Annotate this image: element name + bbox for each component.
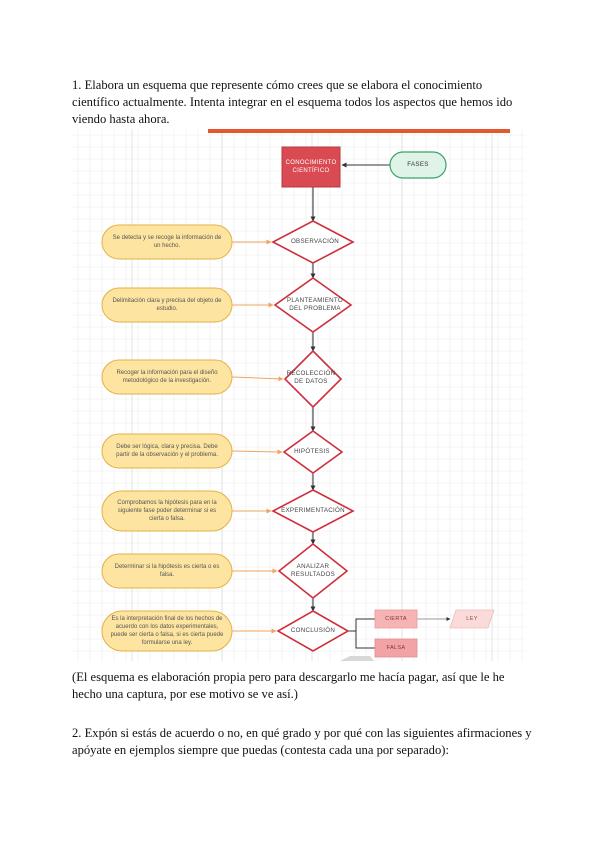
- description-oval: [101, 224, 233, 260]
- true-outcome-box: [374, 609, 418, 629]
- step-description: Delimitación clara y precisa del objeto …: [112, 298, 222, 312]
- step-node-label: RECOLECCIÓN DE DATOS: [286, 370, 336, 385]
- scientific-method-flowchart: CONOCIMIENTO CIENTÍFICO FASES Se detecta…: [72, 129, 526, 661]
- description-oval: [101, 553, 233, 589]
- step-node-label: HIPÓTESIS: [294, 448, 330, 455]
- step-description: Debe ser lógica, clara y precisa. Debe p…: [116, 444, 218, 458]
- step-node-label: PLANTEAMIENTO DEL PROBLEMA: [286, 297, 344, 312]
- step-node-label: CONCLUSIÓN: [290, 627, 336, 634]
- false-outcome-label: FALSA: [386, 645, 406, 651]
- true-branch: [348, 618, 375, 632]
- step-description: Comprobamos la hipótesis para en la sigu…: [117, 500, 217, 522]
- law-label: LEY: [466, 616, 478, 622]
- connectors: [231, 162, 451, 649]
- start-node: [281, 146, 341, 188]
- question-2-paragraph: 2. Expón si estás de acuerdo o no, en qu…: [72, 726, 532, 757]
- step-diamond: [273, 277, 353, 333]
- phases-node-label: FASES: [407, 161, 429, 168]
- flowchart-canvas: [72, 129, 526, 661]
- step-diamond: [283, 349, 343, 409]
- description-oval: [101, 287, 233, 323]
- true-outcome-label: CIERTA: [385, 616, 407, 622]
- step-node-label: ANALIZAR RESULTADOS: [290, 563, 336, 578]
- step-node-label: OBSERVACIÓN: [290, 238, 340, 245]
- step-description: Determinar si la hipótesis es cierta o e…: [114, 564, 220, 578]
- step-diamond: [271, 220, 355, 264]
- description-oval: [101, 490, 233, 532]
- description-arrow: [231, 449, 283, 455]
- intro-paragraph: 1. Elabora un esquema que represente cóm…: [72, 78, 513, 126]
- step-diamond: [271, 489, 355, 533]
- step-diamond: [277, 542, 349, 600]
- description-oval: [101, 433, 233, 469]
- diagram-caption: (El esquema es elaboración propia pero p…: [72, 670, 505, 701]
- step-node-label: EXPERIMENTACIÓN: [281, 507, 345, 514]
- false-branch: [355, 631, 375, 649]
- phases-node: [389, 151, 447, 179]
- bottom-partial-shape: [340, 656, 374, 661]
- law-box: [449, 609, 495, 629]
- false-outcome-box: [374, 638, 418, 658]
- description-arrow: [231, 376, 284, 382]
- start-node-label: CONOCIMIENTO CIENTÍFICO: [285, 160, 337, 174]
- shapes: [101, 146, 495, 658]
- accent-bar: [208, 129, 510, 133]
- step-diamond: [276, 610, 350, 652]
- description-oval: [101, 610, 233, 652]
- step-description: Es la interpretación final de los hechos…: [110, 616, 224, 646]
- description-oval: [101, 359, 233, 395]
- step-description: Recoger la información para el diseño me…: [116, 370, 218, 384]
- step-diamond: [282, 430, 344, 474]
- step-description: Se detecta y se recoge la información de…: [112, 235, 222, 249]
